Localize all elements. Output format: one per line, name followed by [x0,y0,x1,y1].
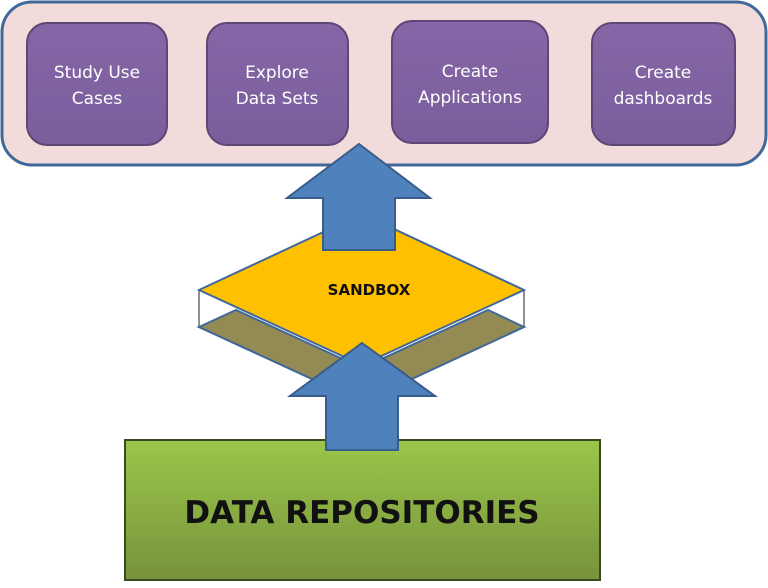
arrow-up-to-panel-icon [284,142,433,251]
arrow-up-to-sandbox-icon [286,341,439,451]
box-create-applications-line2: Applications [418,88,522,108]
box-study-use-cases: Study Use Cases [26,22,168,146]
sandbox-label: SANDBOX [328,281,411,299]
box-explore-data-sets-line2: Data Sets [236,89,319,109]
box-study-use-cases-line2: Cases [72,89,123,109]
box-study-use-cases-shape [26,22,168,146]
box-create-applications-line1: Create [442,62,499,82]
box-create-applications-shape [391,20,549,144]
box-explore-data-sets: Explore Data Sets [206,22,349,146]
box-explore-data-sets-shape [206,22,349,146]
sandbox-top-layer [196,212,527,367]
box-create-dashboards-line2: dashboards [614,89,713,109]
data-repositories-shape [124,439,601,581]
use-case-panel: Study Use Cases Explore Data Sets Create… [0,0,768,167]
box-create-dashboards: Create dashboards [591,22,736,146]
data-repositories-label: DATA REPOSITORIES [184,495,539,531]
data-repositories-box: DATA REPOSITORIES [124,439,601,581]
box-create-dashboards-shape [591,22,736,146]
box-create-applications: Create Applications [391,20,549,144]
box-create-dashboards-line1: Create [635,63,692,83]
box-explore-data-sets-line1: Explore [245,63,309,83]
box-study-use-cases-line1: Study Use [54,63,140,83]
